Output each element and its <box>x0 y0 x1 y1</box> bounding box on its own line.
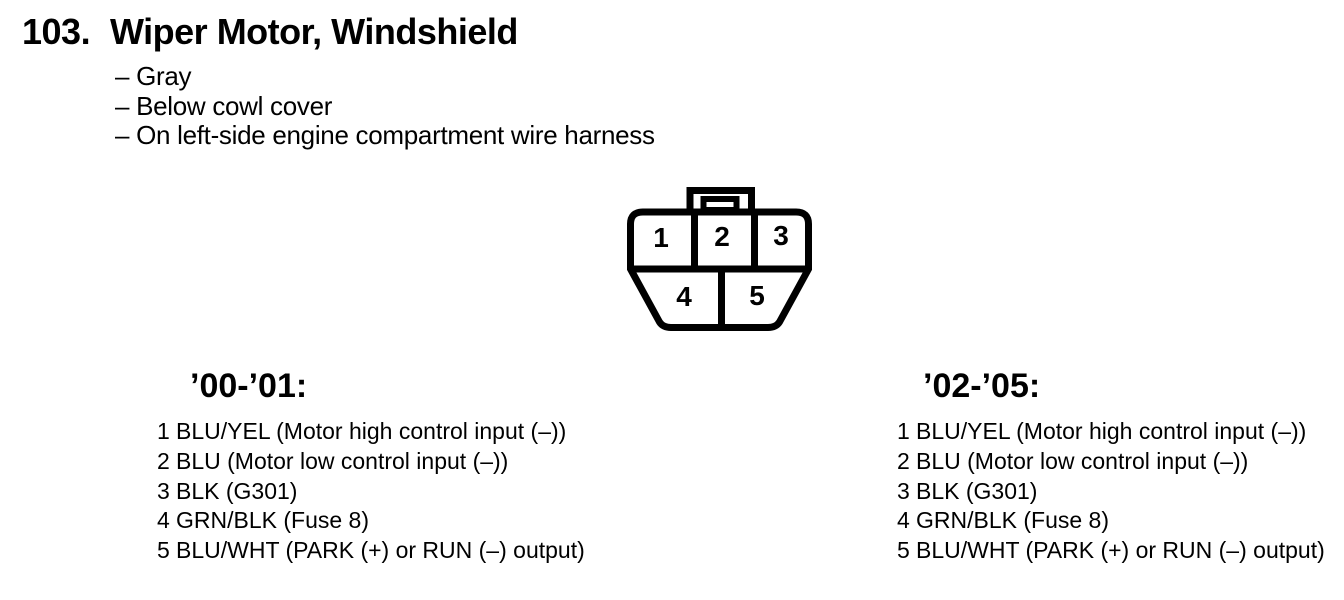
note-line: – Below cowl cover <box>115 90 333 121</box>
pin-description: BLU/YEL (Motor high control input (–)) <box>176 418 567 444</box>
pin-row: 2 BLU (Motor low control input (–)) <box>897 447 1325 477</box>
pin-label-2: 2 <box>714 221 730 252</box>
connector-body <box>627 208 812 331</box>
pin-label-5: 5 <box>749 280 765 311</box>
pin-number: 4 <box>157 507 170 534</box>
years-heading: ’00-’01: <box>190 367 308 405</box>
pin-description: BLU (Motor low control input (–)) <box>916 447 1249 474</box>
pin-number: 2 <box>897 447 910 474</box>
pin-label-1: 1 <box>653 222 669 253</box>
title-text: Wiper Motor, Windshield <box>110 11 518 52</box>
connector-notes: – Gray – Below cowl cover – On left-side… <box>115 61 655 151</box>
pin-description: BLU/WHT (PARK (+) or RUN (–) output) <box>916 537 1325 564</box>
pin-row: 3 BLK (G301) <box>897 477 1325 507</box>
pin-description: GRN/BLK (Fuse 8) <box>916 507 1109 534</box>
pin-list: 1 BLU/YEL (Motor high control input (–))… <box>897 417 1325 566</box>
pin-description: BLK (G301) <box>176 477 298 504</box>
connector-tab-slot <box>700 196 740 213</box>
pin-number: 5 <box>157 537 170 564</box>
pinout-column-02-05: ’02-’05: 1 BLU/YEL (Motor high control i… <box>897 368 1325 566</box>
pin-description: BLU/YEL (Motor high control input (–)) <box>916 418 1307 444</box>
pin-description: BLU/WHT (PARK (+) or RUN (–) output) <box>176 537 585 564</box>
note-line: – On left-side engine compartment wire h… <box>115 120 655 150</box>
pin-number: 1 <box>157 418 170 444</box>
pin-description: GRN/BLK (Fuse 8) <box>176 507 369 534</box>
pin-number: 2 <box>157 447 170 474</box>
pinout-column-00-01: ’00-’01: 1 BLU/YEL (Motor high control i… <box>157 368 585 566</box>
pin-description: BLK (G301) <box>916 477 1038 504</box>
pin-row: 5 BLU/WHT (PARK (+) or RUN (–) output) <box>157 536 585 566</box>
page-title: 103. Wiper Motor, Windshield <box>22 13 518 51</box>
pin-label-4: 4 <box>676 281 692 312</box>
pin-number: 1 <box>897 418 910 444</box>
pin-description: BLU (Motor low control input (–)) <box>176 447 509 474</box>
connector-diagram: 1 2 3 4 5 <box>627 187 812 331</box>
years-heading: ’02-’05: <box>923 367 1041 405</box>
pin-row: 3 BLK (G301) <box>157 477 585 507</box>
pin-row: 4 GRN/BLK (Fuse 8) <box>157 506 585 536</box>
pin-number: 4 <box>897 507 910 534</box>
pin-number: 3 <box>897 477 910 504</box>
pin-label-3: 3 <box>773 220 789 251</box>
title-number: 103. <box>22 11 91 52</box>
note-line: – Gray <box>115 61 192 91</box>
pin-list: 1 BLU/YEL (Motor high control input (–))… <box>157 417 585 566</box>
pin-row: 1 BLU/YEL (Motor high control input (–)) <box>897 417 1325 447</box>
pin-row: 5 BLU/WHT (PARK (+) or RUN (–) output) <box>897 536 1325 566</box>
connector-tab <box>686 187 755 212</box>
pin-number: 5 <box>897 537 910 564</box>
pin-row: 1 BLU/YEL (Motor high control input (–)) <box>157 417 585 447</box>
pin-row: 2 BLU (Motor low control input (–)) <box>157 447 585 477</box>
pin-row: 4 GRN/BLK (Fuse 8) <box>897 506 1325 536</box>
pin-number: 3 <box>157 477 170 504</box>
